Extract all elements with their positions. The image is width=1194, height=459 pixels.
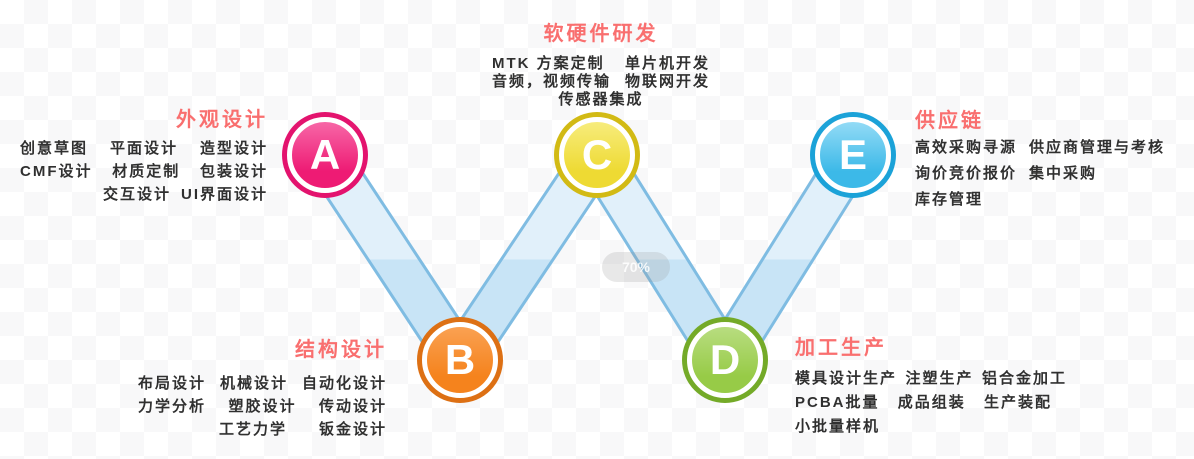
section-title-appearance: 外观设计	[176, 109, 268, 131]
item-label: 音频，视频传输	[492, 73, 612, 90]
item-label: 交互设计	[102, 186, 171, 203]
section-title-structure: 结构设计	[295, 339, 387, 361]
item-label: 自动化设计	[301, 375, 387, 392]
item-label: 单片机开发	[624, 55, 710, 72]
item-label: 集中采购	[1029, 165, 1098, 182]
section-items-appearance: 创意草图 平面设计 造型设计 CMF设计 材质定制 包装设计 交互设计 UI界面…	[20, 141, 268, 202]
section-supply-chain: 供应链 高效采购寻源 供应商管理与考核 询价竞价报价 集中采购 库存管理	[915, 111, 1177, 207]
zoom-badge-label: 70%	[621, 259, 651, 275]
item-label: 布局设计	[138, 375, 207, 392]
node-c-letter: C	[581, 131, 613, 178]
item-row: 小批量样机	[795, 419, 1067, 434]
item-label: 传感器集成	[558, 91, 644, 108]
section-items-rnd: MTK 方案定制 单片机开发 音频，视频传输 物联网开发 传感器集成	[492, 56, 710, 107]
item-row: CMF设计 材质定制 包装设计	[20, 164, 268, 179]
item-label: 塑胶设计	[228, 398, 297, 415]
item-label: 供应商管理与考核	[1029, 139, 1166, 156]
item-label: UI界面设计	[180, 186, 268, 203]
zoom-badge: 70%	[602, 252, 670, 282]
item-label: 材质定制	[112, 163, 181, 180]
item-row: 创意草图 平面设计 造型设计	[20, 141, 268, 156]
section-items-structure: 布局设计 机械设计 自动化设计 力学分析 塑胶设计 传动设计 工艺力学 钣金设计	[138, 376, 387, 437]
item-label: 小批量样机	[795, 418, 881, 435]
node-a-letter: A	[309, 131, 341, 178]
item-label: 高效采购寻源	[915, 139, 1018, 156]
item-label: MTK 方案定制	[492, 55, 605, 72]
item-row: 询价竞价报价 集中采购	[915, 166, 1177, 181]
section-processing-production: 加工生产 模具设计生产 注塑生产 铝合金加工 PCBA批量 成品组装 生产装配 …	[795, 338, 1067, 434]
item-row: 力学分析 塑胶设计 传动设计	[138, 399, 387, 414]
section-items-production: 模具设计生产 注塑生产 铝合金加工 PCBA批量 成品组装 生产装配 小批量样机	[795, 371, 1067, 434]
item-row: 音频，视频传输 物联网开发	[492, 74, 710, 89]
item-row: 库存管理	[915, 192, 1177, 207]
item-row: 交互设计 UI界面设计	[20, 187, 268, 202]
node-a-inner: A	[287, 117, 363, 193]
node-b: B	[417, 317, 503, 403]
item-row: 模具设计生产 注塑生产 铝合金加工	[795, 371, 1067, 386]
section-items-supply: 高效采购寻源 供应商管理与考核 询价竞价报价 集中采购 库存管理	[915, 140, 1177, 207]
item-label: 询价竞价报价	[915, 165, 1018, 182]
item-label: 力学分析	[138, 398, 207, 415]
item-label: 造型设计	[199, 140, 268, 157]
item-row: 高效采购寻源 供应商管理与考核	[915, 140, 1177, 155]
node-b-inner: B	[422, 322, 498, 398]
node-a: A	[282, 112, 368, 198]
item-label: 物联网开发	[624, 73, 710, 90]
node-c: C	[554, 112, 640, 198]
node-e-inner: E	[815, 117, 891, 193]
item-row: 工艺力学 钣金设计	[138, 422, 387, 437]
node-b-letter: B	[444, 336, 476, 383]
item-label: 包装设计	[199, 163, 268, 180]
item-label: PCBA批量	[795, 394, 880, 411]
section-title-production: 加工生产	[795, 337, 887, 359]
item-label: 成品组装	[897, 394, 966, 411]
section-title-supply: 供应链	[915, 110, 984, 132]
section-structural-design: 结构设计 布局设计 机械设计 自动化设计 力学分析 塑胶设计 传动设计 工艺力学…	[138, 340, 387, 437]
node-e-letter: E	[838, 131, 867, 178]
item-label: 工艺力学	[218, 421, 287, 438]
section-software-hardware-rnd: 软硬件研发 MTK 方案定制 单片机开发 音频，视频传输 物联网开发 传感器集成	[492, 24, 710, 107]
item-label: 机械设计	[219, 375, 288, 392]
section-title-rnd: 软硬件研发	[543, 23, 659, 45]
item-row: 布局设计 机械设计 自动化设计	[138, 376, 387, 391]
item-label: 模具设计生产	[795, 370, 898, 387]
node-c-inner: C	[559, 117, 635, 193]
node-d-inner: D	[687, 322, 763, 398]
item-label: CMF设计	[20, 163, 93, 180]
item-row: MTK 方案定制 单片机开发	[492, 56, 710, 71]
item-label: 钣金设计	[318, 421, 387, 438]
node-e: E	[810, 112, 896, 198]
section-appearance-design: 外观设计 创意草图 平面设计 造型设计 CMF设计 材质定制 包装设计 交互设计…	[20, 110, 268, 202]
item-label: 库存管理	[915, 191, 984, 208]
item-label: 注塑生产	[905, 370, 974, 387]
item-label: 铝合金加工	[981, 370, 1067, 387]
item-label: 平面设计	[109, 140, 178, 157]
item-label: 生产装配	[983, 394, 1052, 411]
item-row: PCBA批量 成品组装 生产装配	[795, 395, 1067, 410]
item-row: 传感器集成	[492, 92, 710, 107]
node-d-letter: D	[709, 336, 741, 383]
item-label: 传动设计	[318, 398, 387, 415]
node-d: D	[682, 317, 768, 403]
item-label: 创意草图	[20, 140, 89, 157]
